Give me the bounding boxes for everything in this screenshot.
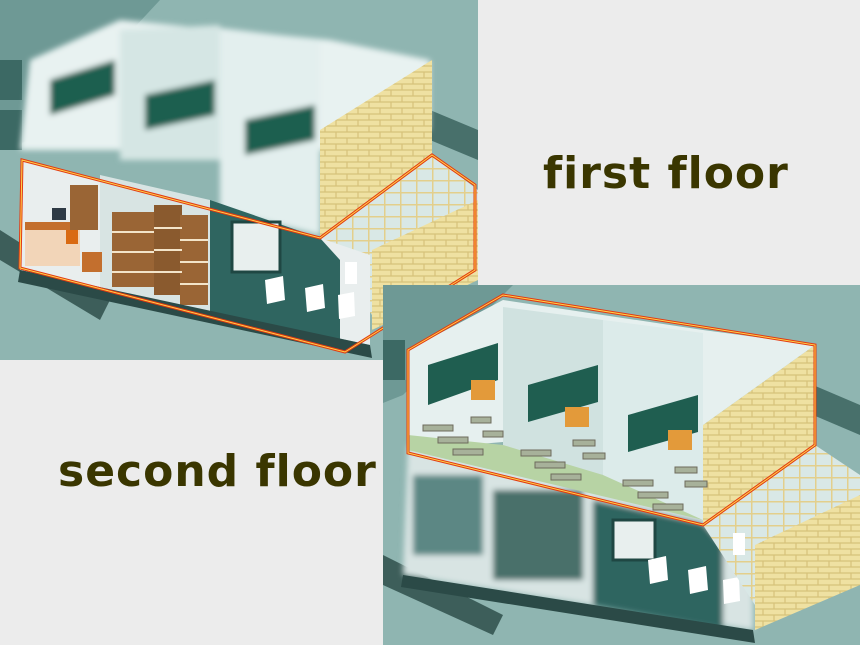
building-cutaway-first-floor: [0, 0, 478, 360]
shelf-lines: [112, 227, 208, 285]
brick-wall: [703, 345, 815, 525]
easel: [265, 276, 285, 304]
computer-monitor: [52, 208, 66, 220]
building-cutaway-second-floor: [383, 285, 860, 645]
first-floor-illustration: [0, 0, 478, 360]
cabinet: [82, 252, 102, 272]
water-cooler: [733, 533, 745, 555]
library-shelf: [180, 215, 208, 305]
easel: [338, 292, 355, 319]
chalkboard: [628, 395, 698, 452]
picture-board: [230, 220, 282, 274]
highlight-inner-glow: [19, 154, 476, 353]
chalkboard: [528, 365, 598, 422]
easel: [723, 577, 740, 604]
easel: [688, 566, 708, 594]
window: [383, 340, 405, 380]
desk-top: [25, 222, 80, 230]
hedge: [813, 385, 860, 435]
library-shelf: [112, 212, 154, 287]
building-base: [401, 575, 755, 643]
window: [0, 60, 22, 100]
easel: [648, 556, 668, 584]
bookcase: [70, 185, 98, 230]
second-floor-illustration: [383, 285, 860, 645]
second-floor-label: second floor: [58, 446, 377, 497]
teacher-desk: [471, 380, 495, 400]
hedge: [430, 110, 478, 160]
easel: [305, 284, 325, 312]
teacher-desk: [668, 430, 692, 450]
student-desks: [422, 416, 708, 511]
window: [0, 110, 22, 150]
chalkboard: [428, 343, 498, 405]
brick-wall: [320, 60, 432, 238]
office-chair: [66, 230, 78, 244]
teacher-desk: [565, 407, 589, 427]
water-cooler: [345, 262, 357, 284]
brick-wall-lower: [755, 495, 860, 630]
picture-board: [611, 518, 657, 562]
upper-floor-blurred: [20, 20, 430, 235]
highlight-inner-glow: [407, 294, 816, 526]
first-floor-label: first floor: [543, 148, 789, 199]
